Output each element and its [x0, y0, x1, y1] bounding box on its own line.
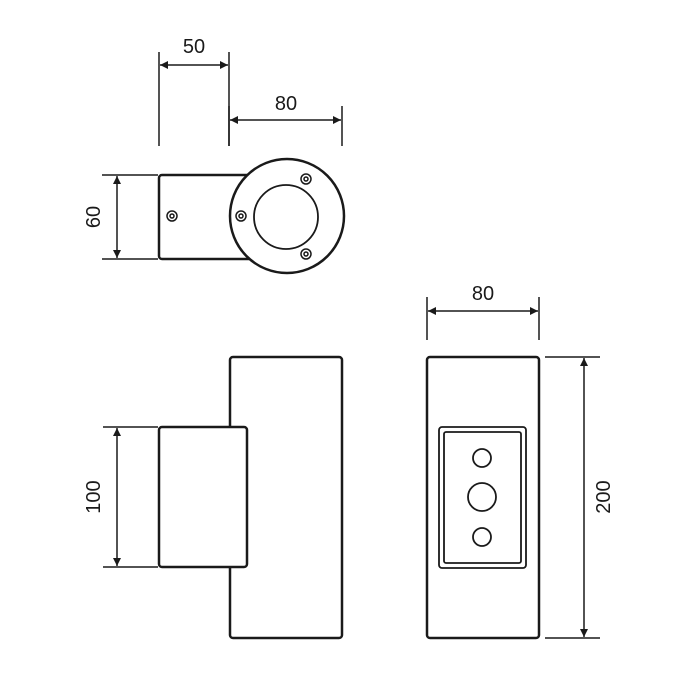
screw-icon: [166, 173, 312, 260]
top-housing-circle: [228, 157, 346, 275]
front-body-outline: [425, 355, 541, 640]
front-plate-inner: [443, 431, 522, 564]
dimension-top-depth: 50: [183, 36, 205, 58]
dimension-top-width: 80: [275, 93, 297, 115]
side-mount-plate: [157, 425, 249, 569]
front-hole-bottom: [472, 527, 492, 547]
side-view: 100: [83, 355, 344, 640]
front-view: 80 200: [425, 283, 615, 640]
dimension-front-width: 80: [472, 283, 494, 305]
top-lens-circle: [253, 184, 319, 250]
dimension-top-height: 60: [83, 206, 105, 228]
top-view: 50 80 60: [83, 36, 346, 275]
dimension-side-plate-height: 100: [83, 480, 105, 513]
dimension-front-height: 200: [593, 480, 615, 513]
front-hole-center: [467, 482, 497, 512]
front-plate-outer: [438, 426, 527, 569]
front-hole-top: [472, 448, 492, 468]
